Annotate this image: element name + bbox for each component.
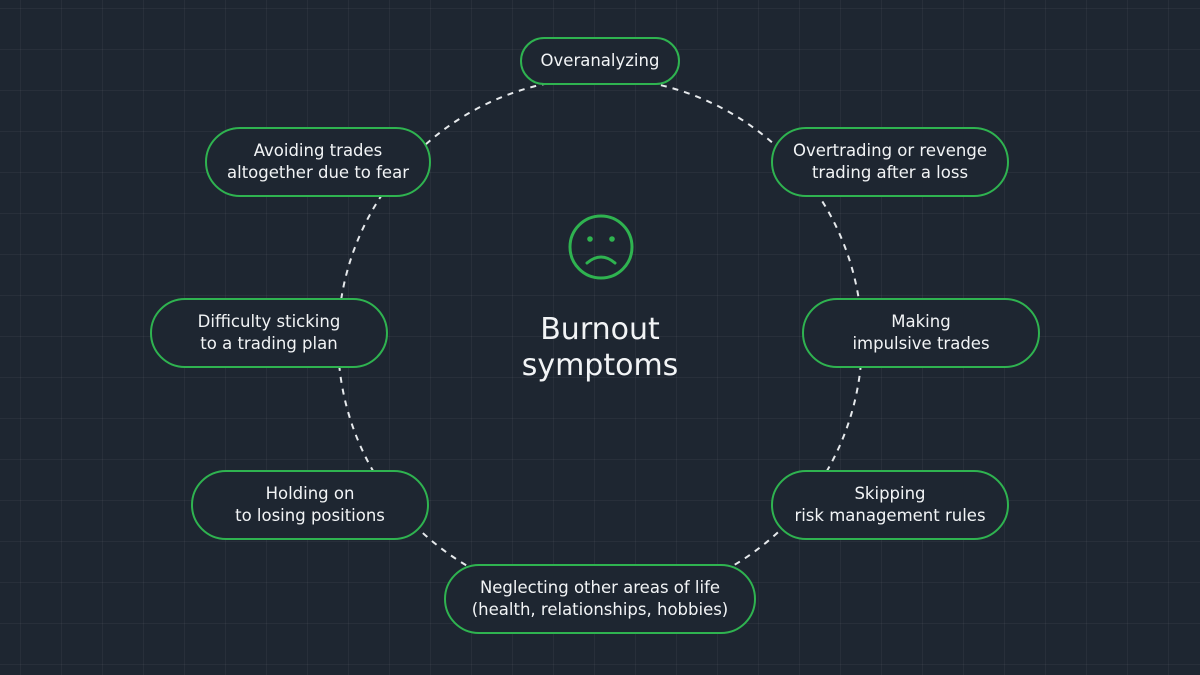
symptom-skipping-risk-rules: Skipping risk management rules: [771, 470, 1009, 540]
symptom-impulsive-trades-line1: Making: [891, 312, 951, 331]
symptom-overtrading-line1: Overtrading or revenge: [793, 141, 987, 160]
symptom-holding-losing-positions-line2: to losing positions: [235, 506, 385, 525]
symptom-difficulty-sticking-to-plan: Difficulty sticking to a trading plan: [150, 298, 388, 368]
symptom-neglecting-life: Neglecting other areas of life (health, …: [444, 564, 756, 634]
diagram-title-line2: symptoms: [521, 348, 679, 383]
sad-face-icon: [568, 214, 634, 280]
symptom-avoiding-trades-line1: Avoiding trades: [253, 141, 383, 160]
diagram-title-line1: Burnout: [540, 312, 660, 347]
symptom-neglecting-life-line1: Neglecting other areas of life: [479, 578, 721, 597]
symptom-overanalyzing: Overanalyzing: [520, 37, 680, 85]
symptom-difficulty-sticking-to-plan-line2: to a trading plan: [200, 334, 338, 353]
symptom-holding-losing-positions-line1: Holding on: [265, 484, 355, 503]
symptom-overtrading: Overtrading or revenge trading after a l…: [771, 127, 1009, 197]
diagram-title: Burnout symptoms: [450, 312, 750, 384]
symptom-skipping-risk-rules-line2: risk management rules: [794, 506, 986, 525]
symptom-impulsive-trades-line2: impulsive trades: [852, 334, 990, 353]
symptom-overtrading-line2: trading after a loss: [811, 163, 969, 182]
symptom-impulsive-trades: Making impulsive trades: [802, 298, 1040, 368]
symptom-difficulty-sticking-to-plan-line1: Difficulty sticking: [197, 312, 341, 331]
symptom-skipping-risk-rules-line1: Skipping: [854, 484, 926, 503]
symptom-overanalyzing-label: Overanalyzing: [540, 51, 660, 70]
symptom-holding-losing-positions: Holding on to losing positions: [191, 470, 429, 540]
symptom-avoiding-trades-line2: altogether due to fear: [227, 163, 409, 182]
symptom-avoiding-trades: Avoiding trades altogether due to fear: [205, 127, 431, 197]
symptom-neglecting-life-line2: (health, relationships, hobbies): [471, 600, 729, 619]
